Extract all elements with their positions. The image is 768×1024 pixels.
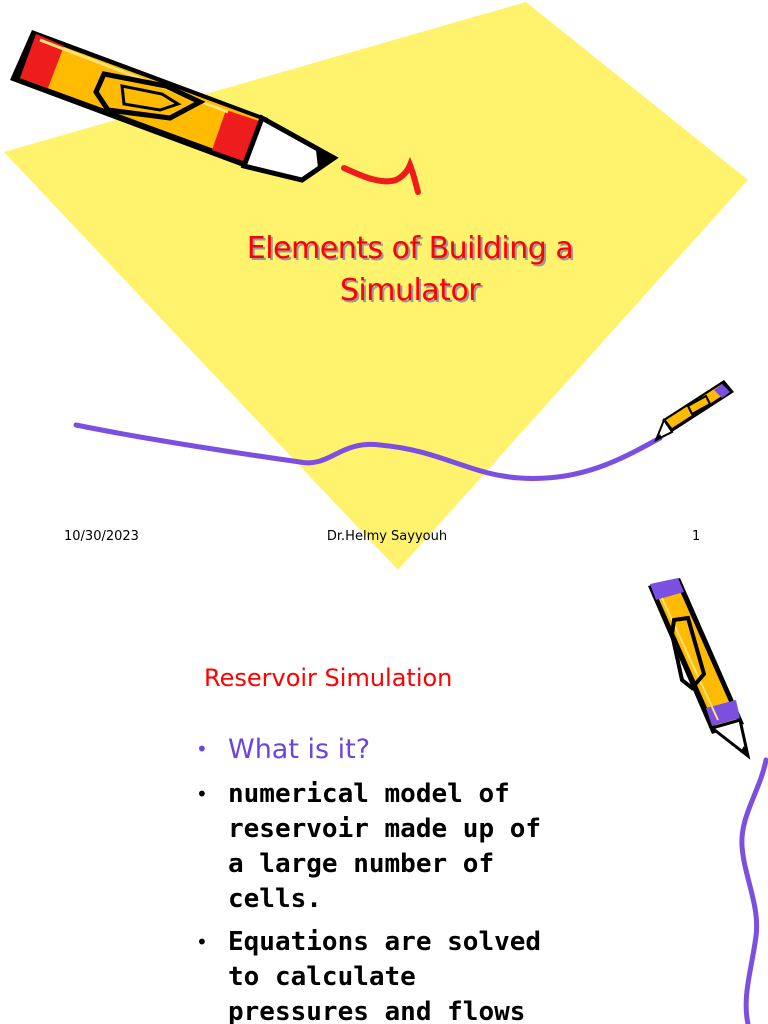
slide-decoration: [4, 2, 748, 570]
slide-heading: Reservoir Simulation: [204, 664, 453, 692]
footer-author: Dr.Helmy Sayyouh: [326, 529, 448, 544]
title-slide: Elements of Building a Simulator 10/30/2…: [4, 2, 748, 570]
small-pencil-icon: [654, 380, 734, 443]
bullet-text: What is it?: [228, 734, 371, 765]
slide-title: Elements of Building a Simulator: [150, 228, 670, 312]
content-slide: Reservoir Simulation • What is it? • num…: [0, 576, 768, 1024]
bullet-item: • Equations are solved to calculate pres…: [196, 925, 556, 1024]
bullet-item: • What is it?: [196, 732, 556, 767]
bullet-text: numerical model of reservoir made up of …: [228, 779, 542, 914]
slide-2-decoration: [648, 578, 768, 1024]
bullet-dot-icon: •: [196, 930, 208, 954]
large-pencil-icon: [10, 30, 421, 195]
purple-vertical-wave-line: [739, 757, 768, 1024]
footer-date: 10/30/2023: [64, 529, 139, 544]
vertical-pencil-icon: [648, 578, 751, 760]
slide-title-line-1: Elements of Building a: [246, 231, 574, 266]
bullet-text: Equations are solved to calculate pressu…: [228, 927, 542, 1024]
bullet-item: • numerical model of reservoir made up o…: [196, 777, 556, 917]
slide-title-line-2: Simulator: [339, 273, 481, 308]
bullet-dot-icon: •: [196, 737, 208, 761]
footer-page-number: 1: [692, 529, 701, 544]
purple-wave-line: [73, 422, 663, 481]
bullet-dot-icon: •: [196, 782, 208, 806]
bullet-list: • What is it? • numerical model of reser…: [196, 732, 556, 1024]
